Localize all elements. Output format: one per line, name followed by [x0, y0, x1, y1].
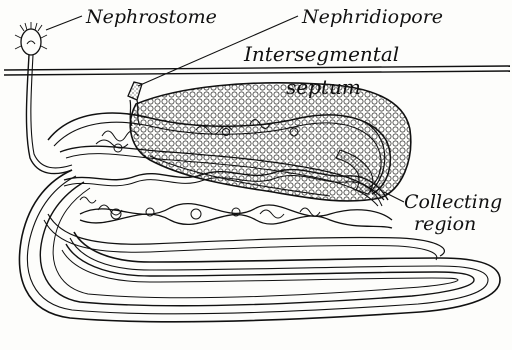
label-intersegmental: Intersegmental: [244, 44, 399, 64]
label-septum: septum: [286, 77, 361, 97]
label-nephridiopore: Nephridiopore: [302, 8, 443, 27]
septum-lines: [4, 66, 510, 75]
collecting-region: [130, 83, 410, 201]
label-nephrostome: Nephrostome: [86, 8, 217, 27]
label-collecting: Collecting: [404, 193, 502, 212]
nephrostome-funnel: [15, 22, 47, 55]
nephrostome-stalk: [26, 55, 72, 174]
label-region: region: [414, 215, 476, 234]
